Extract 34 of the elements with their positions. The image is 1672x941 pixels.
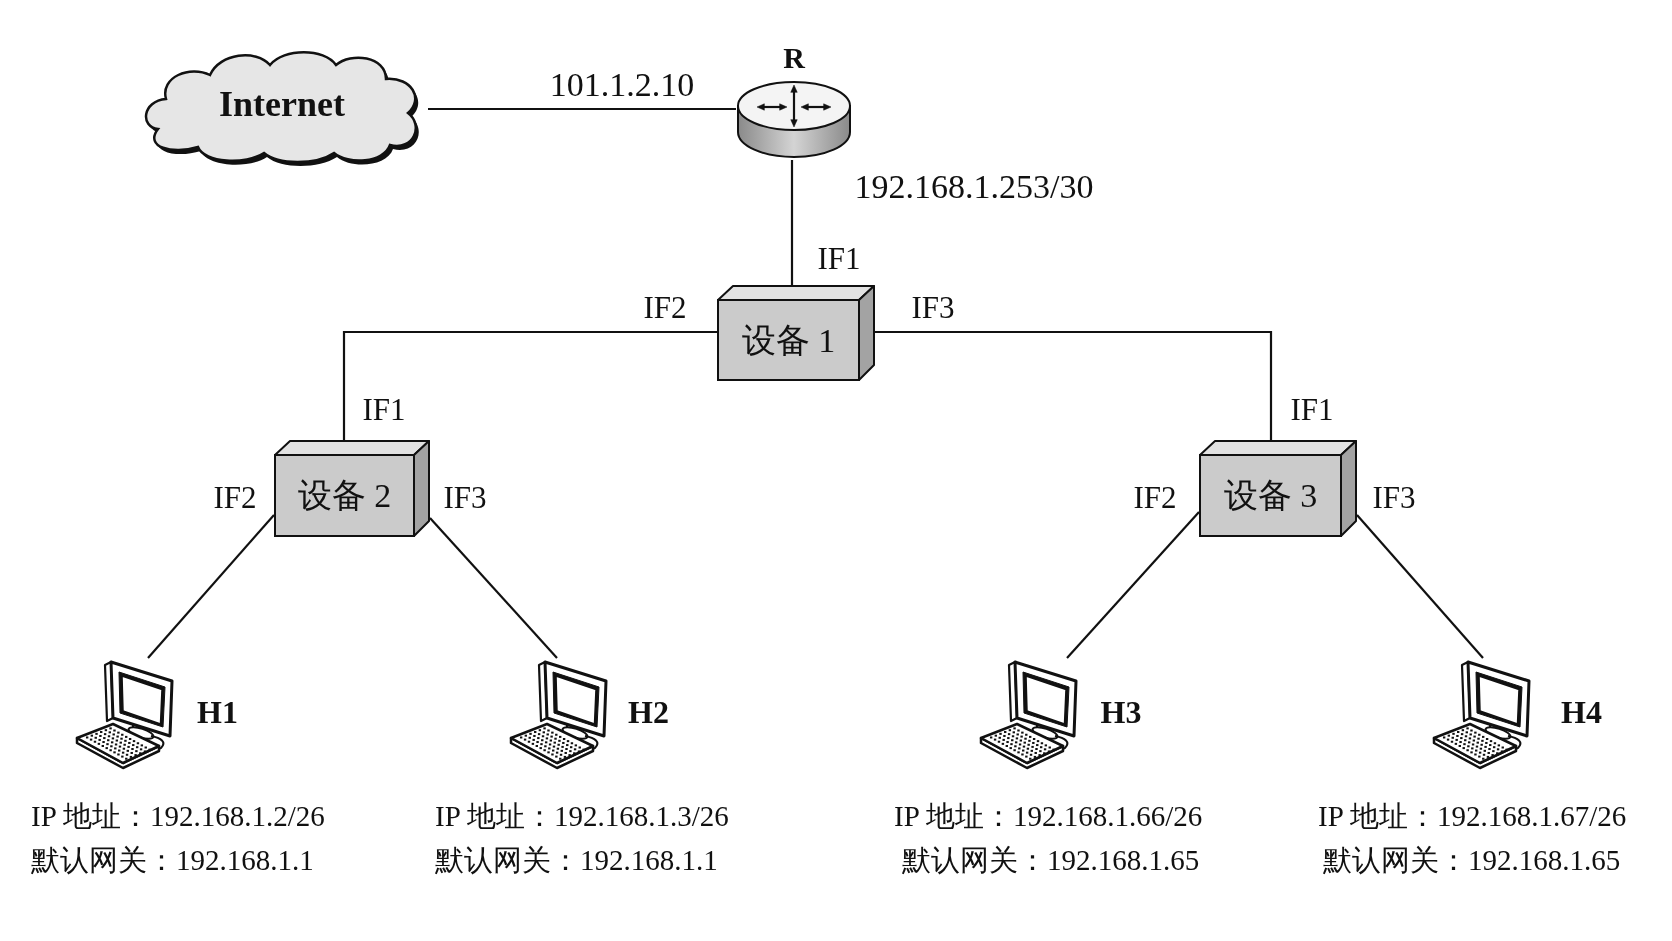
cloud-label: Internet: [219, 86, 345, 124]
host-address-text: IP 地址：192.168.1.67/26: [1318, 800, 1627, 832]
network-link: [428, 107, 736, 111]
device-label: 设备 3: [1223, 478, 1318, 514]
host-address-text: 默认网关：192.168.1.65: [1323, 844, 1621, 876]
network-link: [147, 514, 275, 659]
host-label: H1: [197, 696, 238, 730]
host-address-text: 默认网关：192.168.1.1: [435, 844, 718, 876]
host-address-text: IP 地址：192.168.1.3/26: [435, 800, 729, 832]
interface-label: IF3: [1372, 481, 1416, 513]
host-address-text: IP 地址：192.168.1.2/26: [31, 800, 325, 832]
interface-label: IF2: [643, 291, 687, 323]
network-link: [342, 330, 717, 440]
host-address-text: 默认网关：192.168.1.1: [31, 844, 314, 876]
host-label: H2: [628, 696, 669, 730]
interface-label: IF2: [1133, 481, 1177, 513]
interface-label: IF3: [443, 481, 487, 513]
network-link: [1066, 511, 1200, 659]
host-label: H4: [1561, 696, 1602, 730]
host-label: H3: [1100, 696, 1142, 730]
host-address-text: 默认网关：192.168.1.65: [902, 844, 1200, 876]
router-label: R: [783, 42, 805, 74]
network-link: [875, 330, 1273, 440]
interface-label: IF1: [362, 393, 406, 425]
interface-label: IF1: [1290, 393, 1334, 425]
network-link: [1356, 514, 1484, 659]
interface-label: IF1: [817, 242, 861, 274]
network-link: [429, 517, 558, 659]
network-link: [790, 160, 794, 285]
interface-label: IF2: [213, 481, 257, 513]
device-label: 设备 1: [741, 322, 836, 359]
device-label: 设备 2: [297, 478, 392, 514]
interface-label: IF3: [911, 291, 955, 323]
host-address-text: IP 地址：192.168.1.66/26: [894, 800, 1203, 832]
